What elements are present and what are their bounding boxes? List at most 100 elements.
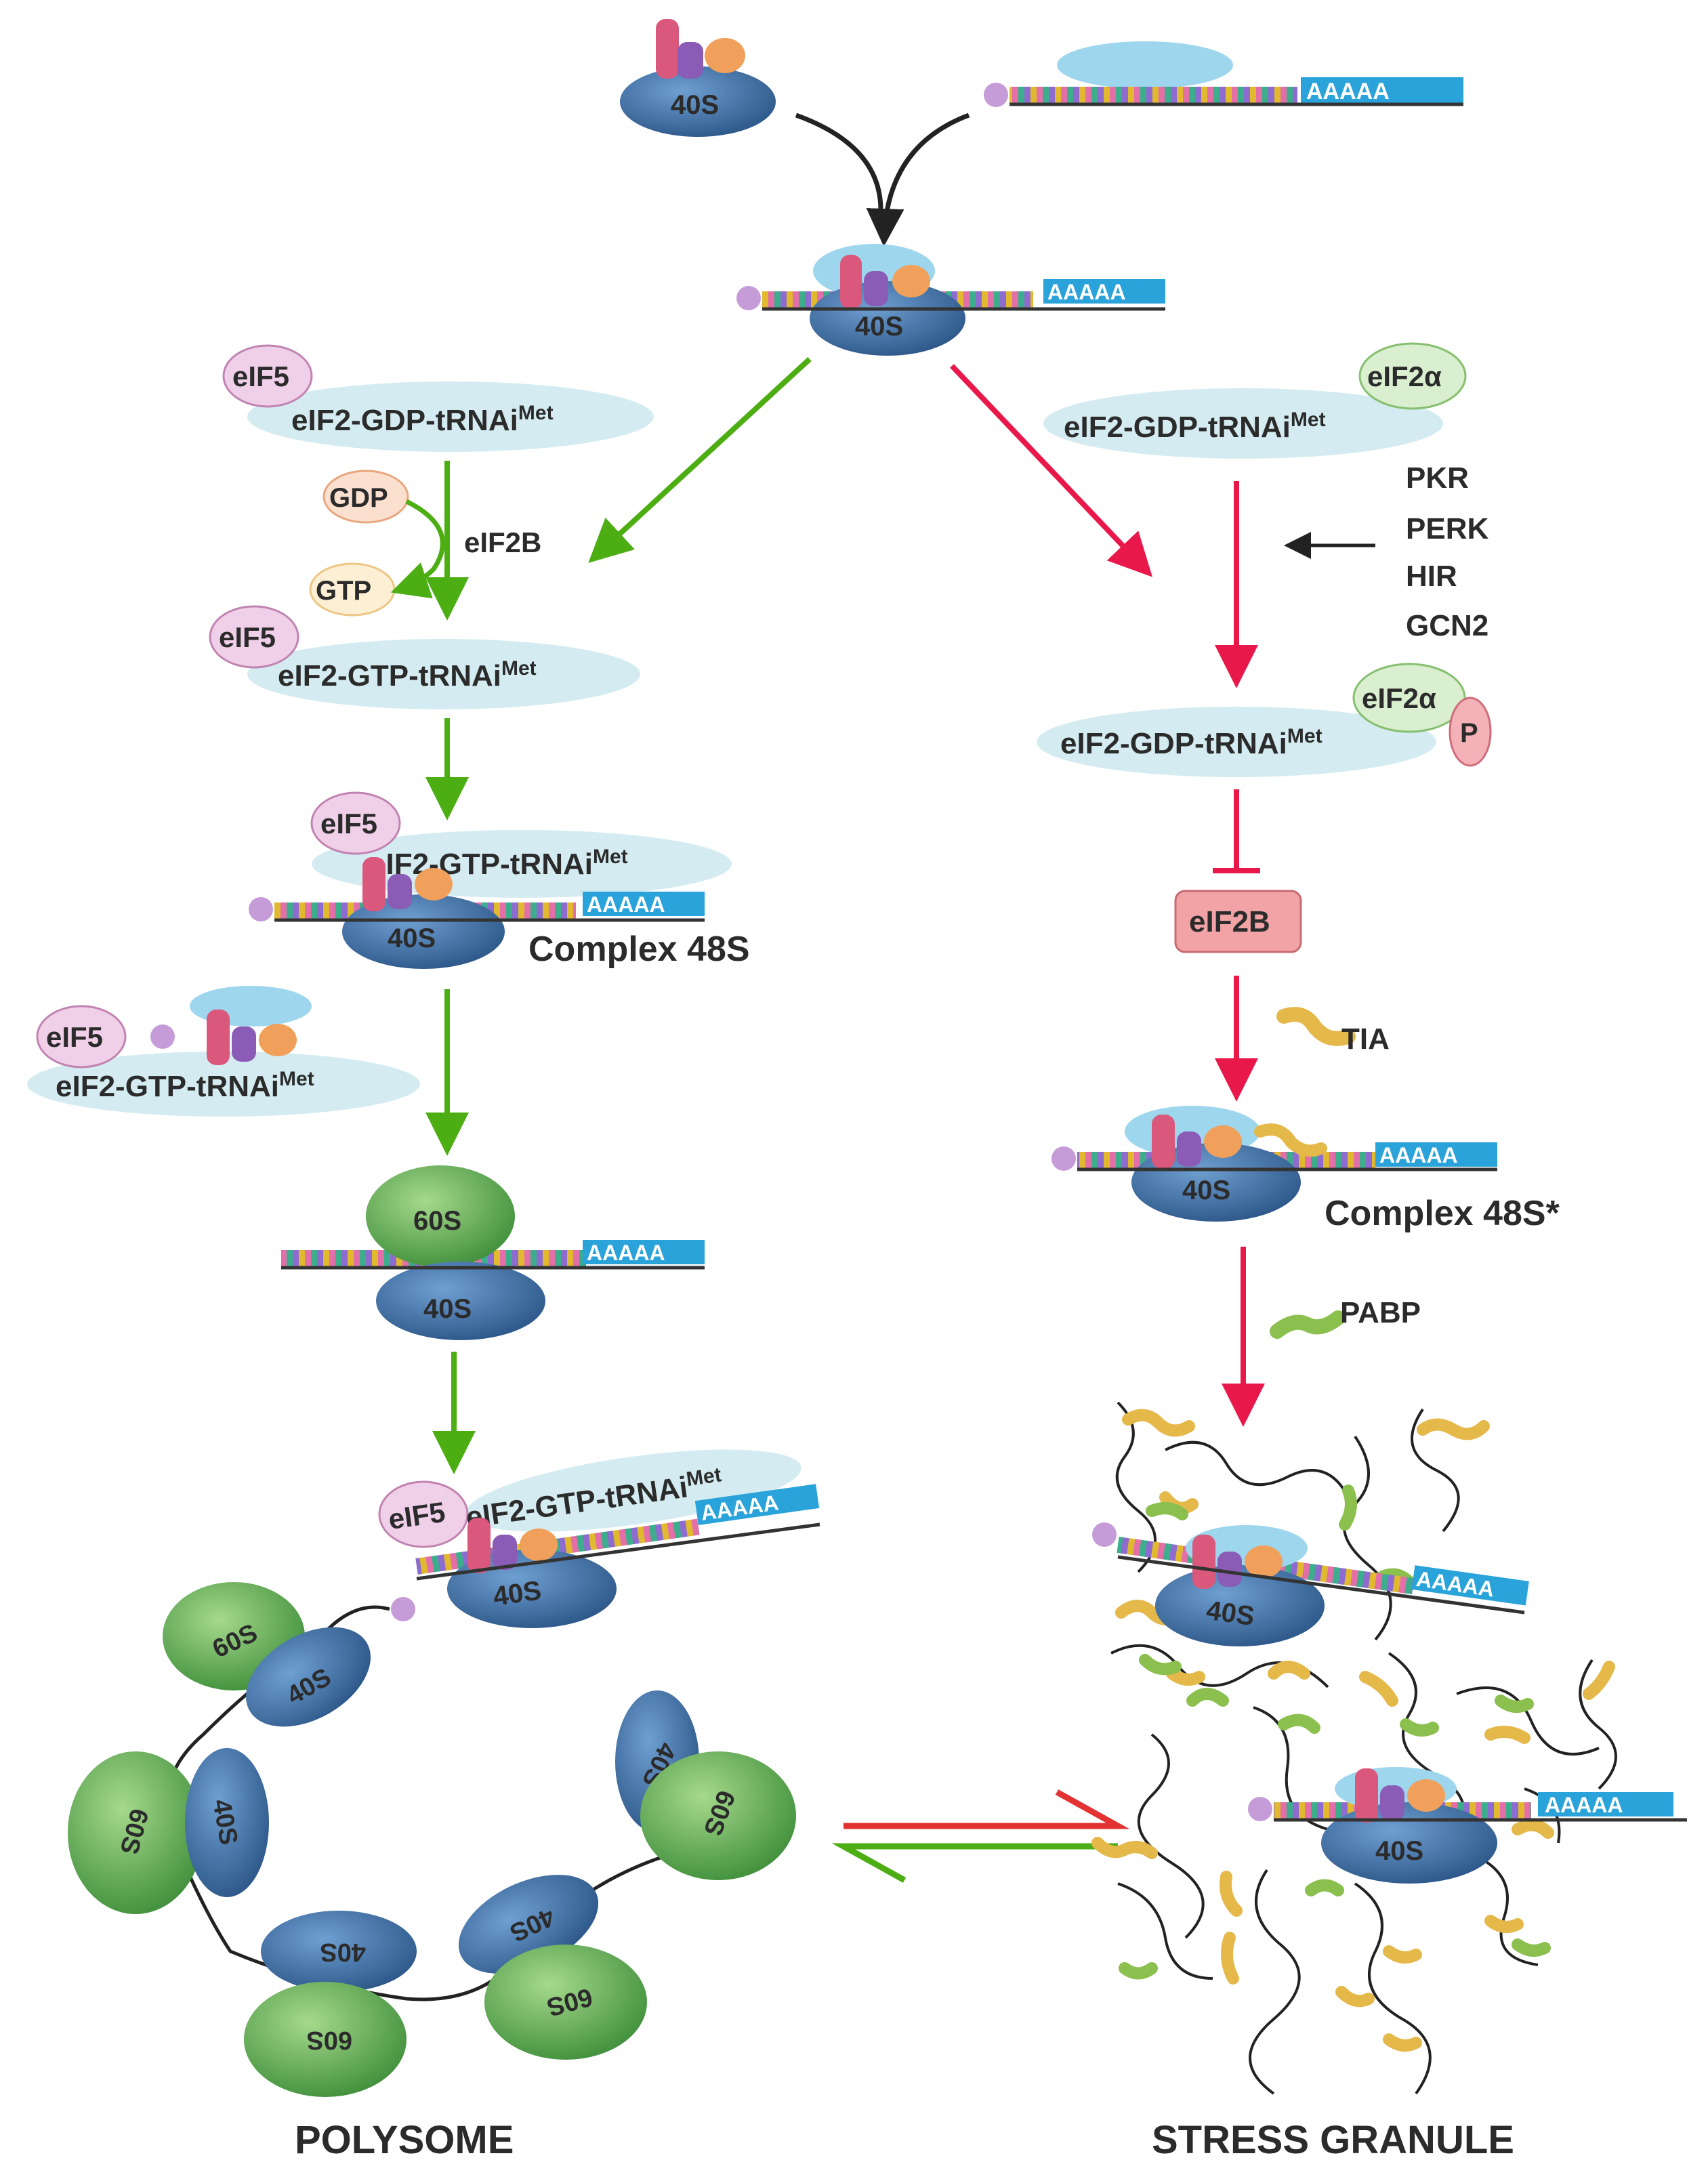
eif5-bubble [36, 1005, 127, 1068]
ribosome-40s-label: 40S [320, 1938, 366, 1966]
eif5-label: eIF5 [46, 1021, 103, 1053]
poly-a-label: AAAAA [1379, 1143, 1458, 1167]
eif5-label: eIF5 [219, 621, 276, 653]
ribosome-40s-body [261, 1911, 417, 1992]
ribosome-60s-label: 60S [413, 1206, 461, 1236]
eif2-gdp-text: eIF2-GDP-tRNAi [1060, 727, 1287, 760]
eif5-bubble [222, 344, 313, 408]
tia-protein-icon [1276, 1007, 1356, 1046]
ribosome-40s-label: 40S [388, 923, 436, 953]
eif5-label: eIF5 [232, 360, 289, 392]
ribosome-40s-body [620, 66, 776, 137]
complex-48s: eIF5 eIF2-GTP-tRNAiMet 40S AAAAA Complex… [249, 791, 750, 969]
initiator-factor-pink [467, 1518, 491, 1573]
initiator-factor-purple [678, 42, 703, 79]
eif2-gtp-label: eIF2-GTP-tRNAiMet [56, 1068, 314, 1103]
eif2-gtp-label: eIF2-GTP-tRNAiMet [369, 846, 628, 881]
initiator-factor-orange [520, 1529, 558, 1561]
gdp-label: GDP [329, 483, 388, 513]
poly-a-tail: AAAAA [583, 1240, 705, 1265]
gdp-to-gtp-exchange-arrow [390, 499, 445, 599]
eif2-gtp-label: eIF2-GTP-tRNAiMet [278, 657, 537, 692]
ribosome-43s-on-mrna: 40S AAAAA [736, 244, 1165, 356]
ribosome-40s-label: 40S [491, 1575, 543, 1611]
poly-a-label: AAAAA [1415, 1566, 1495, 1602]
complex-48s-star: 40S AAAAA Complex 48S* [1051, 1106, 1560, 1233]
equilibrium-arrow-green [831, 1843, 1118, 1883]
eif2-ellipse [247, 381, 654, 452]
eif2-ellipse [465, 1449, 801, 1532]
eif2b-label-left: eIF2B [464, 526, 541, 558]
stress-granule: 40S AAAAA 40S AAAAA [1091, 1401, 1687, 2095]
poly-a-label: AAAAA [587, 1241, 665, 1265]
merge-arrow-left [795, 112, 883, 211]
ribosome-40s-body [376, 1262, 545, 1340]
eif2-gdp-complex-left: eIF5 eIF2-GDP-tRNAiMet [222, 344, 654, 452]
mrna-cap-icon [1092, 1522, 1117, 1547]
ribosome-40s-label: 40S [1205, 1596, 1257, 1632]
polysome-initiation: eIF5 eIF2-GTP-tRNAiMet 40S AAAAA [378, 1449, 820, 1628]
ribosome-60s-label: 60S [306, 2026, 352, 2054]
ribosome-80s-pair: 60S 40S [163, 1582, 371, 1727]
ribosome-80s-pair: 60S 40S [68, 1748, 269, 1914]
ribosome-40s-label: 40S [671, 90, 719, 120]
stress-granule-label: STRESS GRANULE [1152, 2118, 1514, 2162]
ribosome-60s-body [366, 1165, 515, 1267]
initiator-factor-orange [1204, 1125, 1242, 1158]
ribosome-40s-body [342, 894, 505, 969]
granule-48s-lower: 40S AAAAA [1248, 1767, 1687, 1884]
eif2-gtp-complex-left: eIF5 eIF2-GTP-tRNAiMet [209, 605, 640, 709]
red-branch-arrow [950, 364, 1153, 577]
kinase-pkr: PKR [1406, 461, 1469, 495]
tia-protein-icon [1254, 1123, 1327, 1157]
met-superscript: Met [1287, 725, 1322, 747]
eif2-gdp-complex-right: eIF2α eIF2-GDP-tRNAiMet [1043, 342, 1467, 459]
eif2a-label: eIF2α [1362, 682, 1436, 714]
mrna-cap-icon [1051, 1146, 1076, 1171]
ribosome-80s: 60S 40S AAAAA [281, 1165, 705, 1340]
eif5-bubble [310, 791, 401, 855]
mrna-top: AAAAA [984, 41, 1463, 107]
eif2-gdp-text: eIF2-GDP-tRNAi [291, 404, 518, 437]
eif2-ellipse [1037, 707, 1436, 777]
gdp-bubble [322, 470, 409, 524]
green-branch-arrow [588, 357, 812, 563]
met-superscript: Met [685, 1463, 723, 1491]
poly-a-tail: AAAAA [583, 892, 705, 917]
eif2a-bubble [1352, 663, 1466, 733]
polysome: 60S 40S 60S 40S 40S 60S 40S 60S 40S 60S [68, 1582, 796, 2097]
poly-a-tail: AAAAA [1301, 77, 1463, 104]
met-superscript: Met [1291, 409, 1326, 431]
eif2-gdp-label: eIF2-GDP-tRNAiMet [291, 402, 554, 437]
initiator-factor-purple [232, 1026, 256, 1062]
initiator-factor-purple [864, 271, 888, 306]
ribosome-40s-label: 40S [423, 1294, 472, 1324]
initiator-factor-orange [892, 265, 930, 297]
ribosome-40s-body [246, 1627, 371, 1727]
eif2-ellipse [1043, 388, 1443, 459]
polysome-label: POLYSOME [295, 2118, 514, 2162]
phospho-bubble [1449, 697, 1492, 767]
ribosome-60s-body [640, 1751, 796, 1880]
cap-binding-factor-blob [1057, 41, 1233, 89]
met-superscript: Met [518, 402, 554, 424]
initiator-factor-pink [207, 1010, 230, 1065]
eif5-label: eIF5 [386, 1496, 447, 1535]
initiator-factor-pink [362, 857, 386, 911]
mrna-backbone [416, 1522, 820, 1581]
ribosome-60s-body [68, 1751, 203, 1914]
eif2-gdp-phospho-complex: eIF2α P eIF2-GDP-tRNAiMet [1037, 663, 1492, 777]
eif2-ellipse [247, 639, 640, 709]
ribosome-80s-pair: 40S 60S [458, 1875, 647, 2060]
released-factors: eIF5 eIF2-GTP-tRNAiMet [27, 986, 420, 1117]
ribosome-40s-label: 40S [855, 312, 903, 341]
tia-label: TIA [1341, 1022, 1390, 1056]
eif2-gtp-text: eIF2-GTP-tRNAi [56, 1070, 279, 1103]
ribosome-60s-body [244, 1982, 407, 2097]
kinase-gcn2: GCN2 [1406, 609, 1488, 642]
initiator-factor-pink [840, 255, 862, 309]
initiator-factor-purple [1177, 1131, 1201, 1167]
complex-48s-label: Complex 48S [528, 930, 750, 969]
initiator-factor-orange [259, 1024, 297, 1056]
poly-a-tail: AAAAA [1375, 1142, 1497, 1167]
